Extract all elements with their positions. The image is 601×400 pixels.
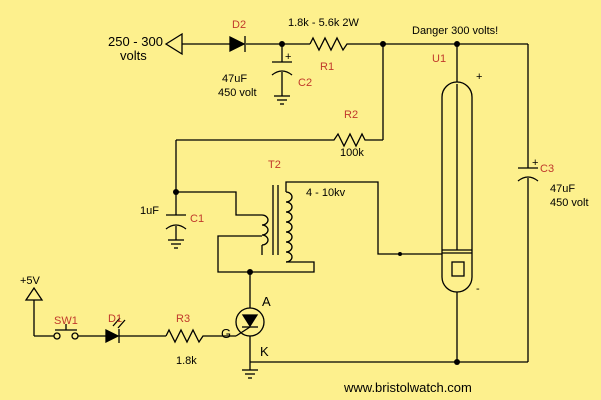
scr-thyristor xyxy=(235,272,265,379)
capacitor-c3: + xyxy=(517,157,538,182)
u1-plus: + xyxy=(476,71,482,83)
r3-value: 1.8k xyxy=(176,355,197,367)
scr-cathode-label: K xyxy=(260,344,269,359)
danger-warning: Danger 300 volts! xyxy=(412,25,498,37)
junction-dot xyxy=(380,41,386,47)
u1-minus: - xyxy=(476,283,480,295)
svg-text:+: + xyxy=(532,157,538,169)
t2-ref: T2 xyxy=(268,159,281,171)
c1-value: 1uF xyxy=(140,205,159,217)
switch-sw1 xyxy=(53,324,106,340)
resistor-r3 xyxy=(165,328,236,344)
r2-value: 100k xyxy=(340,147,364,159)
svg-text:+: + xyxy=(285,51,291,63)
r1-value: 1.8k - 5.6k 2W xyxy=(288,17,360,29)
c2-value-line1: 47uF xyxy=(222,73,247,85)
c2-ref: C2 xyxy=(298,77,312,89)
sw1-ref: SW1 xyxy=(54,315,78,327)
t2-value: 4 - 10kv xyxy=(306,187,346,199)
hv-supply-terminal xyxy=(164,32,183,56)
r1-ref: R1 xyxy=(320,61,334,73)
supply-label-line1: 250 - 300 xyxy=(108,34,163,49)
junction-dot xyxy=(454,359,460,365)
u1-ref: U1 xyxy=(432,53,446,65)
c1-ref: C1 xyxy=(190,213,204,225)
supply-5v-terminal xyxy=(24,286,54,337)
capacitor-c1 xyxy=(165,214,187,249)
c2-value-line2: 450 volt xyxy=(218,87,257,99)
junction-dot xyxy=(398,252,402,256)
scr-anode-label: A xyxy=(262,294,271,309)
d1-ref: D1 xyxy=(108,313,122,325)
transformer-t2 xyxy=(176,181,442,273)
diode-d2 xyxy=(229,35,246,53)
junction-dot xyxy=(279,41,285,47)
resistor-r1 xyxy=(309,36,350,52)
flash-tube-u1 xyxy=(441,81,473,362)
junction-dot xyxy=(247,269,253,275)
supply-label-line2: volts xyxy=(120,48,147,63)
c3-value-line2: 450 volt xyxy=(550,197,589,209)
footer-url: www.bristolwatch.com xyxy=(343,380,472,395)
supply-5v-label: +5V xyxy=(20,275,41,287)
scr-gate-label: G xyxy=(221,326,231,341)
c3-ref: C3 xyxy=(540,163,554,175)
d2-ref: D2 xyxy=(232,19,246,31)
c3-value-line1: 47uF xyxy=(550,183,575,195)
capacitor-c2: + xyxy=(271,51,293,76)
r3-ref: R3 xyxy=(176,313,190,325)
resistor-r2 xyxy=(175,132,383,215)
top-rail-wires xyxy=(182,43,529,362)
ground-c2 xyxy=(274,95,290,105)
r2-ref: R2 xyxy=(344,109,358,121)
led-d1 xyxy=(105,317,166,344)
junction-dot xyxy=(454,41,460,47)
